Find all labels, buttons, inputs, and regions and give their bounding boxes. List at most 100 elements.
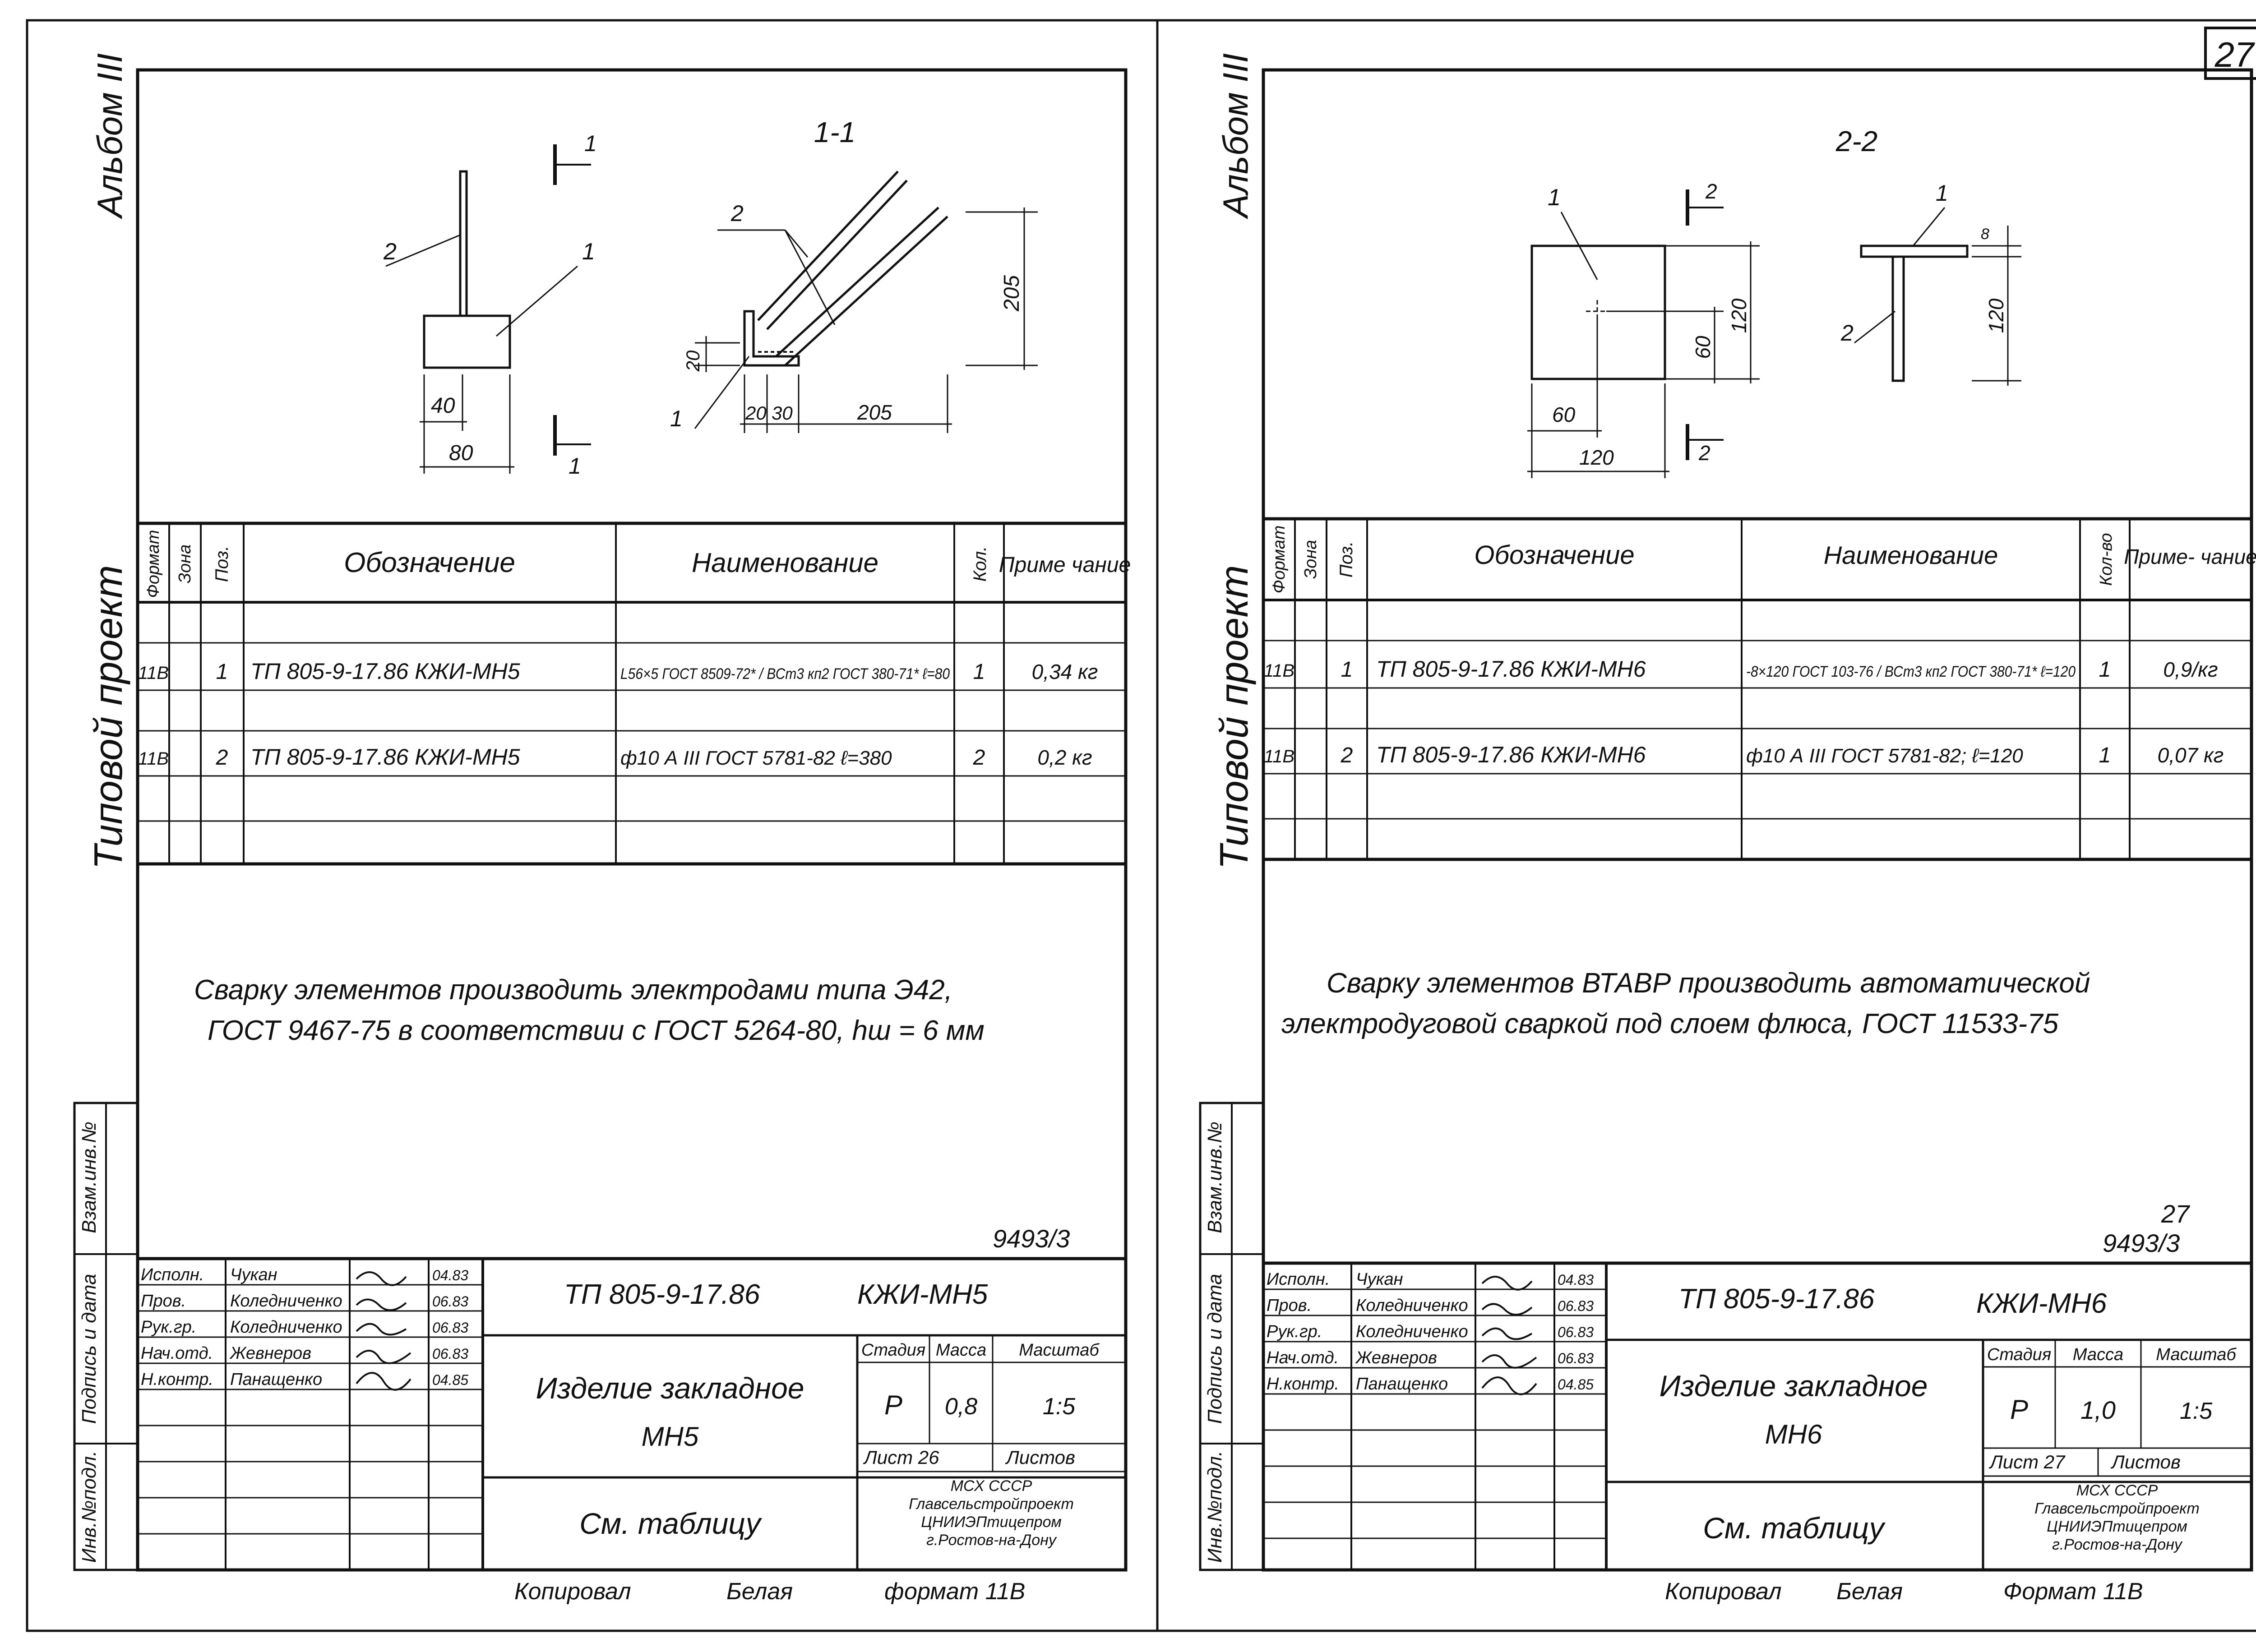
org-line: Главсельстройпроект — [909, 1495, 1074, 1513]
elevation-view: 2 1 40 80 1 1 — [383, 131, 597, 479]
cell-format: 11В — [138, 749, 169, 769]
mass-header: Масса — [2073, 1345, 2123, 1364]
col-header: Зона — [176, 545, 194, 584]
cell-qty: 1 — [2099, 743, 2111, 767]
item-title: Изделие закладное — [536, 1371, 804, 1405]
sign-date: 06.83 — [432, 1346, 468, 1362]
table-frame — [1262, 517, 2253, 861]
note-line: ГОСТ 9467-75 в соответствии с ГОСТ 5264-… — [208, 1015, 985, 1046]
person-name: Коледниченко — [230, 1318, 342, 1337]
see-table: См. таблицу — [1703, 1511, 1886, 1545]
cell-note: 0,34 кг — [1032, 660, 1098, 683]
role: Нач.отд. — [1267, 1348, 1339, 1367]
cell-name: ф10 А III ГОСТ 5781-82; ℓ=120 — [1746, 745, 2023, 767]
dim-label: 30 — [772, 402, 793, 424]
org-line: г.Ростов-на-Дону — [926, 1532, 1057, 1549]
sign-date: 04.83 — [1558, 1272, 1594, 1288]
sign-date: 06.83 — [432, 1293, 468, 1310]
col-header: Формат — [1270, 526, 1289, 594]
sign-date: 06.83 — [1558, 1298, 1594, 1314]
note-line: Сварку элементов производить электродами… — [194, 974, 952, 1006]
dim-label: 60 — [1691, 336, 1715, 359]
archive-number: 9493/3 — [993, 1224, 1070, 1253]
format-label: Формат 11В — [2003, 1578, 2143, 1605]
col-header: Наименование — [1824, 541, 1998, 569]
title-block: Исполн. Чукан 04.83 Пров. Коледниченко 0… — [1263, 1261, 2251, 1570]
role: Пров. — [141, 1292, 186, 1311]
copied-label: Копировал — [1665, 1578, 1782, 1605]
person-name: Чукан — [1356, 1270, 1403, 1289]
person-name: Коледниченко — [230, 1292, 342, 1311]
rebar-section — [757, 171, 899, 321]
sheet-number: Лист 26 — [863, 1447, 939, 1468]
mass-value: 0,8 — [945, 1394, 977, 1420]
vzam-inv-label: Взам.инв.№ — [78, 1121, 100, 1233]
sign-date: 04.85 — [1558, 1376, 1594, 1393]
stage-header: Стадия — [1987, 1345, 2051, 1364]
side-stamp: Инв.№подл. Подпись и дата Взам.инв.№ — [1199, 1102, 1265, 1571]
leader-label: 1 — [1936, 180, 1948, 206]
leader-label: 2 — [1840, 320, 1854, 346]
role: Н.контр. — [1267, 1375, 1339, 1394]
item-code: МН5 — [642, 1421, 699, 1452]
cell-pos: 1 — [1341, 658, 1353, 682]
note-line: электродуговой сваркой под слоем флюса, … — [1281, 1008, 2059, 1039]
section-title: 1-1 — [814, 116, 856, 148]
inv-orig-label: Инв.№подл. — [78, 1451, 100, 1563]
col-header: Обозначение — [1474, 540, 1634, 570]
org-line: ЦНИИЭПтицепром — [921, 1514, 1062, 1531]
plate-plan — [1530, 245, 1666, 380]
rebar-elevation — [459, 170, 468, 317]
section-title: 2-2 — [1835, 125, 1878, 157]
col-header: Обозначение — [344, 547, 515, 578]
role: Исполн. — [1267, 1270, 1330, 1289]
leader-label: 1 — [1548, 185, 1561, 211]
sign-date: 06.83 — [432, 1320, 468, 1336]
note-line: Сварку элементов ВТАВР производить автом… — [1327, 968, 2090, 999]
cell-qty: 2 — [973, 746, 985, 770]
stage-value: Р — [884, 1390, 902, 1420]
cell-format: 11В — [138, 663, 169, 683]
col-header: Приме- чание — [2124, 545, 2256, 568]
cell-designation: ТП 805-9-17.86 КЖИ-МН6 — [1376, 742, 1646, 767]
sign-date: 06.83 — [1558, 1350, 1594, 1366]
sheets-count: Листов — [1005, 1447, 1075, 1468]
person-name: Жевнеров — [229, 1344, 311, 1363]
org-line: Главсельстройпроект — [2034, 1500, 2200, 1517]
cell-qty: 1 — [2099, 658, 2111, 682]
role: Нач.отд. — [141, 1344, 213, 1363]
col-header: Поз. — [212, 546, 232, 582]
cell-qty: 1 — [973, 660, 985, 684]
plate-plan-view: 1 2 2 60 120 60 120 — [1527, 180, 1760, 478]
sign-date: 06.83 — [1558, 1324, 1594, 1340]
section-view: 2-2 1 2 8 120 — [1835, 125, 2021, 386]
role: Рук.гр. — [141, 1318, 196, 1337]
scale-header: Масштаб — [1019, 1341, 1100, 1360]
rebar-section — [1891, 255, 1905, 382]
item-code: МН6 — [1765, 1419, 1822, 1449]
mass-header: Масса — [936, 1341, 986, 1360]
dim-label: 40 — [431, 394, 455, 418]
scale-header: Масштаб — [2156, 1345, 2237, 1364]
signatures — [1481, 1276, 1537, 1395]
scale-value: 1:5 — [2180, 1398, 2213, 1424]
page-number-box — [2204, 27, 2256, 80]
drawing-code-suffix: КЖИ-МН6 — [1976, 1288, 2107, 1319]
leader-label: 1 — [582, 239, 595, 265]
scale-value: 1:5 — [1043, 1394, 1076, 1420]
person-name: Коледниченко — [1356, 1296, 1468, 1315]
item-title: Изделие закладное — [1659, 1369, 1928, 1403]
dim-label: 120 — [1984, 298, 2008, 333]
angle-plate-elevation — [423, 314, 511, 369]
format-label: формат 11В — [884, 1578, 1025, 1605]
angle-section — [743, 310, 800, 367]
cell-note: 0,9/кг — [2163, 658, 2218, 681]
vzam-inv-label: Взам.инв.№ — [1204, 1121, 1226, 1233]
cell-name: L56×5 ГОСТ 8509-72* / ВСт3 кп2 ГОСТ 380-… — [620, 665, 950, 683]
role: Исполн. — [141, 1265, 204, 1284]
mass-value: 1,0 — [2080, 1396, 2116, 1424]
dim-label: 205 — [857, 401, 892, 424]
cell-pos: 2 — [1341, 743, 1353, 767]
col-header: Поз. — [1336, 541, 1356, 578]
cell-note: 0,07 кг — [2158, 743, 2224, 767]
